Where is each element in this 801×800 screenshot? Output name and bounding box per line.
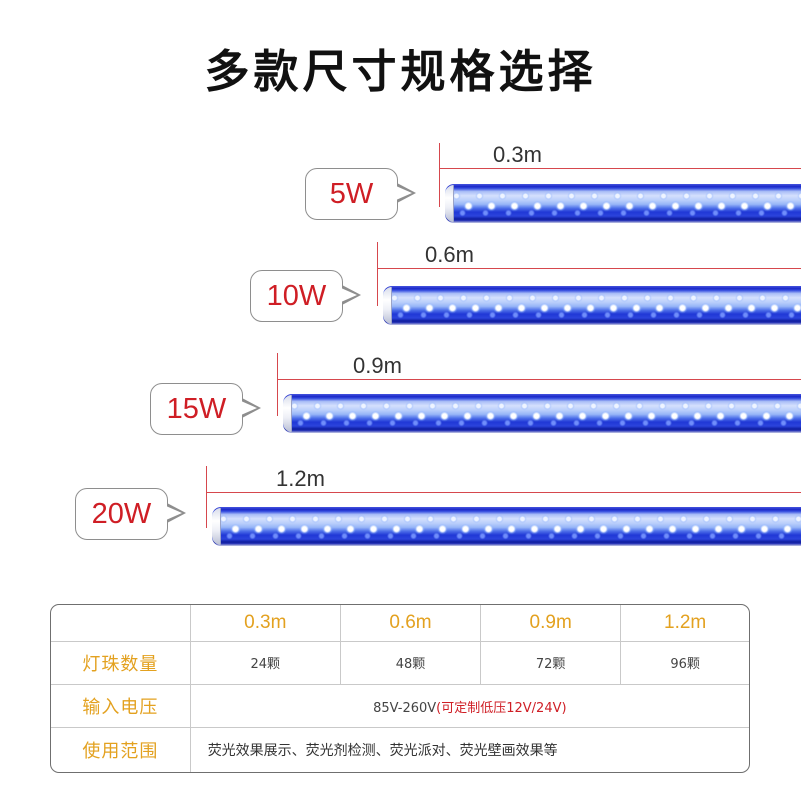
dimension-start-line — [206, 466, 207, 528]
led-tube — [212, 507, 801, 546]
row-label-usage: 使用范围 — [51, 727, 191, 772]
tube-end-cap — [212, 508, 221, 545]
length-label: 0.9m — [353, 353, 402, 378]
table-header-row: 0.3m 0.6m 0.9m 1.2m — [51, 605, 749, 642]
row-label-led-count: 灯珠数量 — [51, 641, 191, 685]
power-bubble: 20W — [75, 488, 186, 540]
table-row: 输入电压 85V-260V(可定制低压12V/24V) — [51, 684, 749, 729]
dimension-start-line — [439, 143, 440, 207]
tube-end-cap — [383, 287, 392, 324]
power-label: 10W — [266, 279, 327, 312]
power-label: 5W — [329, 177, 374, 210]
table-row: 使用范围 荧光效果展示、荧光剂检测、荧光派对、荧光壁画效果等 — [51, 727, 749, 772]
led-count-cell: 48颗 — [340, 641, 482, 685]
led-count-cell: 72颗 — [480, 641, 622, 685]
power-bubble: 5W — [305, 168, 416, 220]
dimension-line — [206, 492, 801, 493]
table-corner-cell — [51, 605, 191, 642]
spec-table: 0.3m 0.6m 0.9m 1.2m 灯珠数量 24颗 48颗 72颗 96颗… — [50, 604, 750, 773]
power-bubble: 10W — [250, 270, 361, 322]
tube-end-cap — [445, 185, 454, 222]
led-tube — [383, 286, 801, 325]
led-count-cell: 24颗 — [190, 641, 341, 685]
input-voltage-cell: 85V-260V(可定制低压12V/24V) — [190, 684, 749, 729]
power-label: 15W — [166, 392, 227, 425]
column-header: 0.3m — [190, 605, 341, 642]
length-label: 1.2m — [276, 466, 325, 491]
column-header: 1.2m — [620, 605, 749, 642]
tube-end-cap — [283, 395, 292, 432]
led-tube — [283, 394, 801, 433]
led-count-cell: 96颗 — [620, 641, 749, 685]
dimension-start-line — [377, 242, 378, 306]
usage-cell: 荧光效果展示、荧光剂检测、荧光派对、荧光壁画效果等 — [207, 743, 558, 760]
column-header: 0.6m — [340, 605, 482, 642]
length-label: 0.3m — [493, 142, 542, 167]
dimension-line — [439, 168, 801, 169]
led-tube — [445, 184, 801, 223]
column-header: 0.9m — [480, 605, 622, 642]
spec-table-grid: 0.3m 0.6m 0.9m 1.2m 灯珠数量 24颗 48颗 72颗 96颗… — [51, 605, 749, 772]
dimension-line — [277, 379, 801, 380]
voltage-range: 85V-260V — [373, 700, 437, 716]
power-bubble: 15W — [150, 383, 261, 435]
dimension-start-line — [277, 353, 278, 416]
dimension-line — [377, 268, 801, 269]
power-label: 20W — [91, 497, 152, 530]
row-label-input-voltage: 输入电压 — [51, 684, 191, 729]
table-row: 灯珠数量 24颗 48颗 72颗 96颗 — [51, 641, 749, 685]
page-title: 多款尺寸规格选择 — [204, 45, 597, 98]
low-voltage-note: (可定制低压12V/24V) — [436, 700, 567, 716]
length-label: 0.6m — [425, 242, 474, 267]
